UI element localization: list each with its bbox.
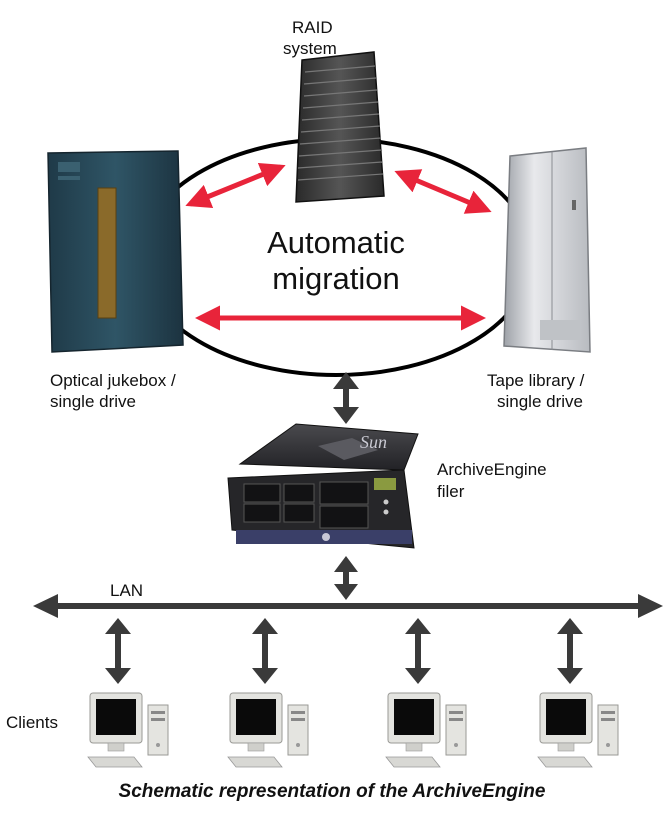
tape-library-icon (503, 147, 591, 353)
connector-arrow-client-1 (105, 618, 131, 684)
optical-jukebox-icon (47, 150, 184, 353)
connector-arrow-client-4 (557, 618, 583, 684)
archiveengine-filer-icon: Sun (227, 423, 419, 549)
connector-arrow-client-3 (405, 618, 431, 684)
optical-label-line2: single drive (50, 392, 136, 411)
client-computer-icon-2 (227, 692, 309, 768)
migration-label: migration (272, 261, 400, 296)
raid-label-line1: RAID (292, 18, 333, 37)
server-brand-logo: Sun (360, 432, 387, 452)
filer-label-line2: filer (437, 482, 465, 501)
diagram-caption: Schematic representation of the ArchiveE… (118, 781, 546, 802)
client-computer-icon-1 (87, 692, 169, 768)
lan-label: LAN (110, 581, 144, 600)
raid-label-line2: system (283, 39, 337, 58)
migration-arrow-raid-tape (394, 169, 492, 214)
connector-arrow-storage-filer (333, 372, 359, 424)
client-computer-icon-3 (385, 692, 467, 768)
connector-arrow-client-2 (252, 618, 278, 684)
optical-label-line1: Optical jukebox / (50, 371, 176, 390)
client-computer-icon-4 (537, 692, 619, 768)
connector-arrow-filer-lan (334, 556, 358, 600)
tape-label-line1: Tape library / (487, 371, 585, 390)
clients-label: Clients (6, 713, 58, 732)
raid-system-icon (295, 51, 385, 203)
lan-bus (33, 594, 663, 618)
automatic-label: Automatic (267, 225, 405, 260)
migration-arrow-optical-raid (185, 162, 286, 209)
tape-label-line2: single drive (497, 392, 583, 411)
client-connectors (105, 618, 583, 684)
filer-label-line1: ArchiveEngine (437, 460, 547, 479)
